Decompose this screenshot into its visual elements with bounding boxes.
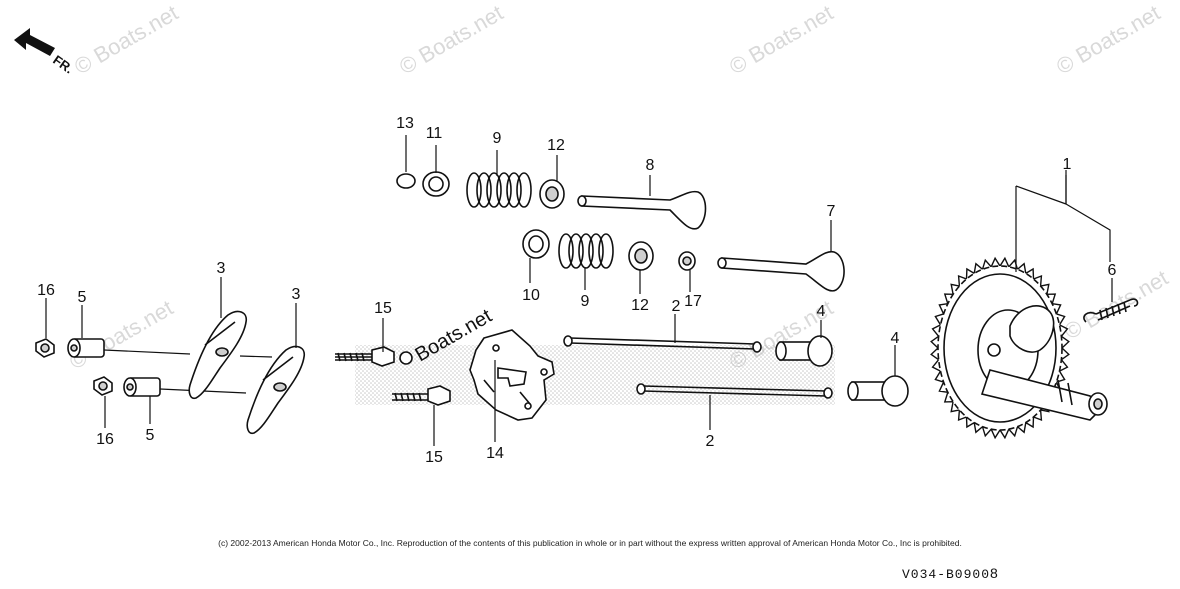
push-rod-guide-plate bbox=[469, 329, 555, 421]
valve-lifter-lower bbox=[847, 375, 909, 407]
push-rod-lower bbox=[636, 383, 833, 399]
callout-16: 16 bbox=[37, 282, 55, 299]
lock-nut-lower bbox=[93, 376, 113, 396]
callout-11: 11 bbox=[426, 125, 443, 142]
callout-3: 3 bbox=[292, 286, 301, 303]
adjusting-sleeve-lower bbox=[123, 377, 161, 397]
decompressor-spring bbox=[1083, 298, 1139, 323]
callout-7: 7 bbox=[827, 203, 836, 220]
rocker-arm-right bbox=[246, 345, 306, 435]
callout-1: 1 bbox=[1063, 156, 1072, 173]
lock-nut-upper bbox=[35, 338, 55, 358]
callout-14: 14 bbox=[486, 445, 504, 462]
rocker-arm-left bbox=[188, 310, 248, 400]
valve-rotator bbox=[678, 251, 696, 271]
exhaust-valve bbox=[577, 190, 707, 230]
callout-8: 8 bbox=[646, 157, 655, 174]
valve-spring-seat-upper bbox=[539, 179, 565, 209]
callout-4: 4 bbox=[817, 303, 826, 320]
callout-2: 2 bbox=[672, 298, 681, 315]
valve-spring-retainer-lower bbox=[522, 229, 550, 259]
camshaft-assembly bbox=[937, 265, 1108, 431]
callout-10: 10 bbox=[522, 287, 540, 304]
copyright-notice: (c) 2002-2013 American Honda Motor Co., … bbox=[218, 538, 962, 548]
callout-6: 6 bbox=[1108, 262, 1117, 279]
valve-lifter-upper bbox=[775, 335, 833, 367]
diagram-code: V034-B09008 bbox=[902, 565, 999, 582]
arrow-icon bbox=[14, 28, 55, 56]
watermark: © Boats.net bbox=[395, 0, 507, 79]
valve-spring-upper bbox=[466, 172, 532, 208]
adjusting-sleeve-upper bbox=[67, 338, 105, 358]
callout-5: 5 bbox=[146, 427, 155, 444]
front-direction-arrow: FR. bbox=[14, 28, 76, 76]
callout-13: 13 bbox=[396, 115, 414, 132]
callout-9: 9 bbox=[581, 293, 590, 310]
push-rod-upper bbox=[563, 335, 762, 353]
callout-12: 12 bbox=[631, 297, 649, 314]
callout-17: 17 bbox=[684, 293, 702, 310]
diagram-code-main: V034-B0900 bbox=[902, 567, 991, 582]
callout-4: 4 bbox=[891, 330, 900, 347]
valve-spring-seat-lower bbox=[628, 241, 654, 271]
callout-12: 12 bbox=[547, 137, 565, 154]
watermark: © Boats.net bbox=[725, 0, 837, 79]
callout-16: 16 bbox=[96, 431, 114, 448]
valve-spring-retainer-upper bbox=[422, 171, 450, 197]
callout-3: 3 bbox=[217, 260, 226, 277]
callout-2: 2 bbox=[706, 433, 715, 450]
pivot-bolt-lower bbox=[392, 385, 451, 406]
diagram-code-suffix: 8 bbox=[990, 565, 999, 581]
intake-valve bbox=[717, 250, 845, 292]
valve-spring-lower bbox=[558, 233, 614, 269]
callout-15: 15 bbox=[425, 449, 443, 466]
leader-bracket-1 bbox=[1015, 175, 1111, 272]
callouts: 1 2 2 3 3 4 4 5 5 6 7 8 9 9 10 11 12 12 … bbox=[37, 115, 1116, 466]
callout-5: 5 bbox=[78, 289, 87, 306]
valve-stem-cap bbox=[396, 173, 416, 189]
callout-15: 15 bbox=[374, 300, 392, 317]
callout-9: 9 bbox=[493, 130, 502, 147]
pivot-bolt-upper bbox=[335, 346, 413, 367]
watermark: © Boats.net bbox=[70, 0, 182, 79]
watermark: © Boats.net bbox=[1052, 0, 1164, 79]
leader-lines bbox=[45, 135, 1113, 446]
